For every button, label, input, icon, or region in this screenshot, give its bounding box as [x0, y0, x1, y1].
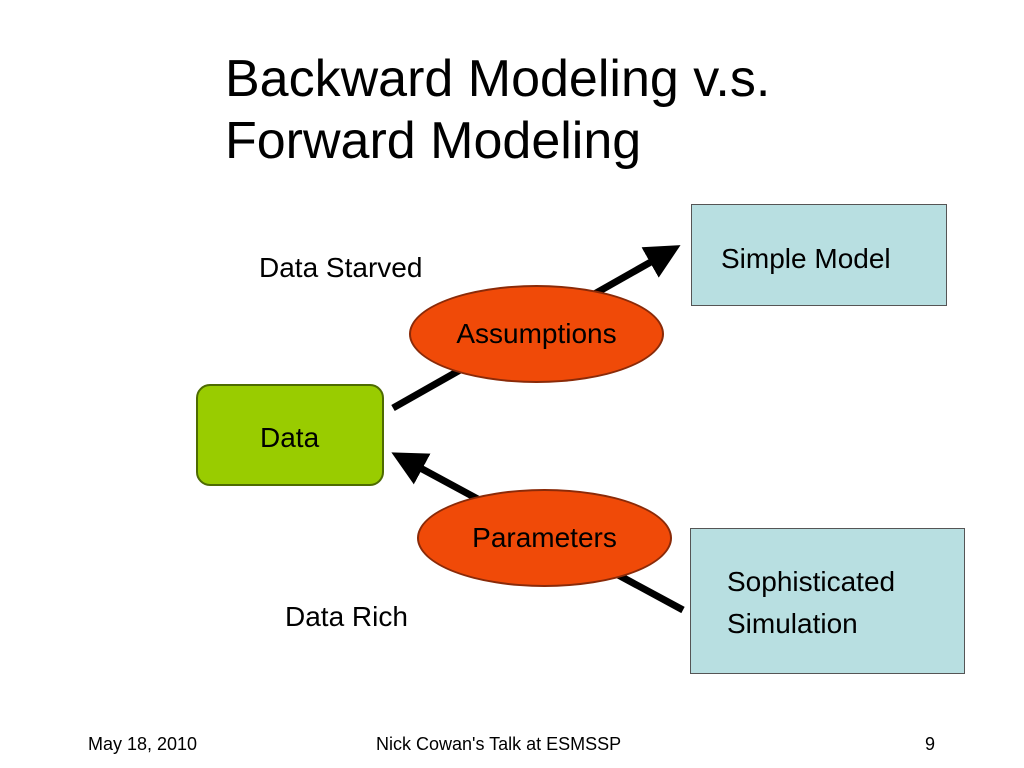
data-node: Data [196, 384, 384, 486]
simple-model-box: Simple Model [691, 204, 947, 306]
assumptions-label: Assumptions [456, 318, 617, 349]
parameters-ellipse: Parameters [417, 489, 672, 587]
sophisticated-label: Sophisticated [727, 566, 896, 597]
slide-title-line-2: Forward Modeling [225, 112, 642, 170]
data-node-label: Data [260, 422, 320, 453]
assumptions-ellipse: Assumptions [409, 285, 664, 383]
simulation-label: Simulation [727, 608, 858, 639]
parameters-label: Parameters [472, 522, 617, 553]
sophisticated-simulation-box: Sophisticated Simulation [690, 528, 965, 674]
data-starved-label: Data Starved [259, 252, 423, 283]
footer-talk-title: Nick Cowan's Talk at ESMSSP [376, 734, 622, 754]
footer-date: May 18, 2010 [88, 734, 198, 754]
slide-title: Backward Modeling v.s. Forward Modeling [225, 48, 770, 172]
slide-title-line-1: Backward Modeling v.s. [225, 50, 771, 108]
data-rich-label: Data Rich [285, 601, 408, 632]
footer-page-number: 9 [925, 734, 936, 754]
simple-model-label: Simple Model [721, 243, 891, 274]
